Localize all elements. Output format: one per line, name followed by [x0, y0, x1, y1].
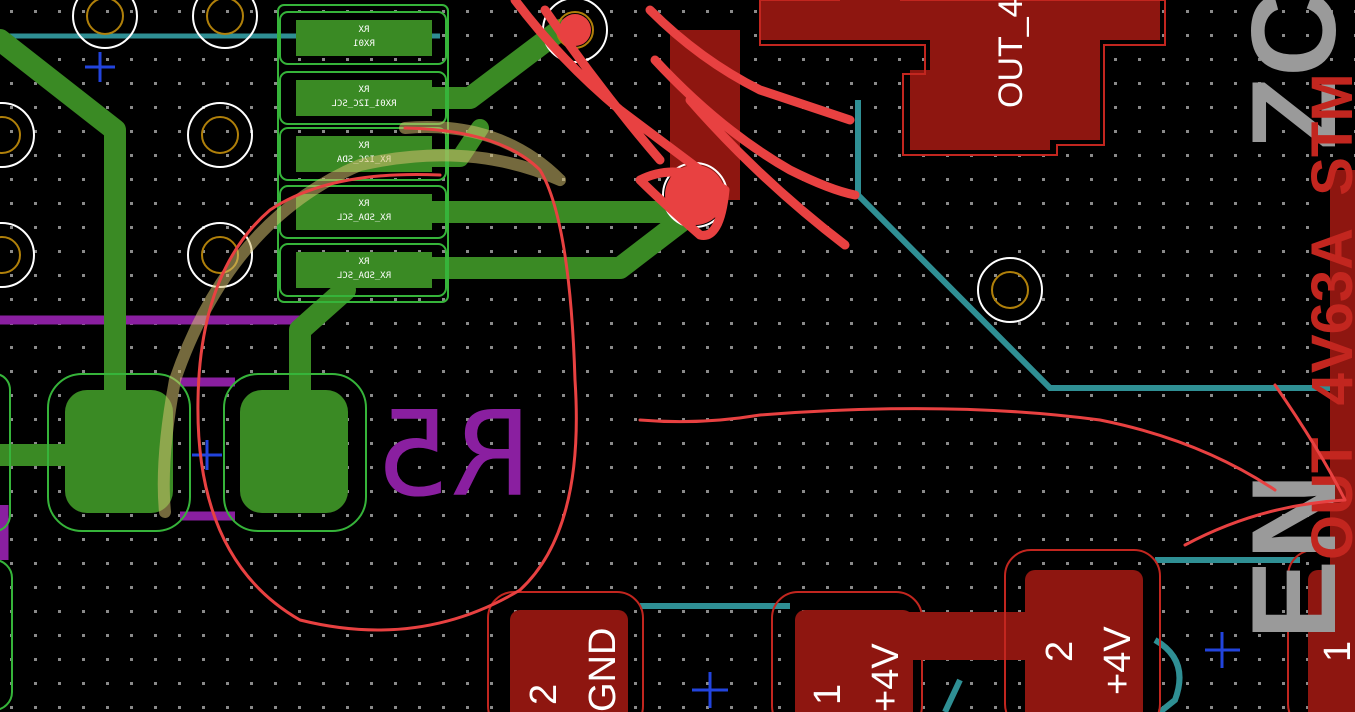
annotation-circle	[196, 126, 578, 632]
silk-right: ZC EN OUT_4V63A_STM	[1227, 0, 1355, 640]
ic-pin-4-label: RX	[358, 199, 369, 209]
pad-labels: 2 GND 1 +4V 2 +4V 1 OUT_4	[523, 0, 1355, 712]
ic-pin-5[interactable]	[296, 252, 432, 288]
pad-4v-left-net: +4V	[865, 643, 907, 712]
via-8[interactable]	[977, 257, 1043, 323]
annotation-scribble	[510, 0, 860, 250]
via-3[interactable]	[0, 102, 35, 168]
via-5[interactable]	[0, 222, 35, 288]
out-label: OUT_4	[992, 0, 1030, 108]
bottom-pads[interactable]	[0, 373, 367, 711]
annotation-strokes	[157, 0, 1347, 632]
ic-pin-3-label: RX	[358, 141, 369, 151]
ic-pin-2-label: RX01_I2C_SCL	[331, 99, 396, 109]
ic-pin-1[interactable]	[296, 20, 432, 56]
pad-gnd-number: 2	[523, 684, 565, 705]
pad-gnd-net: GND	[582, 628, 624, 712]
pad-gnd[interactable]	[510, 610, 628, 712]
top-pads[interactable]	[487, 170, 1355, 712]
pad-4v-left[interactable]	[795, 610, 913, 712]
pad-4v-left-number: 1	[807, 684, 849, 705]
pad-4v-mid-net: +4V	[1097, 626, 1139, 695]
via-2[interactable]	[192, 0, 258, 49]
pad-r5-right[interactable]	[240, 390, 348, 513]
ic-pin-5-label: RX_SDA_SCL	[337, 271, 391, 281]
via-1[interactable]	[72, 0, 138, 49]
ic-pin-5-label: RX	[358, 257, 369, 267]
ic-pin-1-label: RX	[358, 25, 369, 35]
annotation-highlight	[157, 121, 566, 518]
silkscreen-outline	[0, 315, 300, 560]
svg-text:OUT_4V63A_STM: OUT_4V63A_STM	[1300, 73, 1355, 560]
annotation-arrow	[638, 383, 1347, 547]
origin-markers	[85, 52, 1240, 708]
teal-trace-right[interactable]	[855, 100, 1330, 391]
ic-pin-1-label: RX01	[353, 39, 375, 49]
pad-right-edge[interactable]	[1308, 570, 1355, 712]
ic-pin-2[interactable]	[296, 80, 432, 116]
ic-pin-4-label: RX_SDA_SCL	[337, 213, 391, 223]
ic-pin-2-label: RX	[358, 85, 369, 95]
via-4[interactable]	[187, 102, 253, 168]
pad-right-edge-number: 1	[1317, 641, 1355, 662]
pad-4v-mid[interactable]	[1025, 570, 1143, 712]
svg-text:ZC: ZC	[1227, 0, 1355, 150]
pad-4v-mid-number: 2	[1039, 641, 1081, 662]
ic-pins-group: RXRX01RXRX01_I2C_SCLRXRX_I2C_SDARXRX_SDA…	[279, 11, 447, 297]
ic-pin-4[interactable]	[296, 194, 432, 230]
pad-r5-left[interactable]	[65, 390, 173, 513]
designator-r5: R5	[375, 385, 532, 523]
teal-trace-curve[interactable]	[942, 637, 1183, 712]
